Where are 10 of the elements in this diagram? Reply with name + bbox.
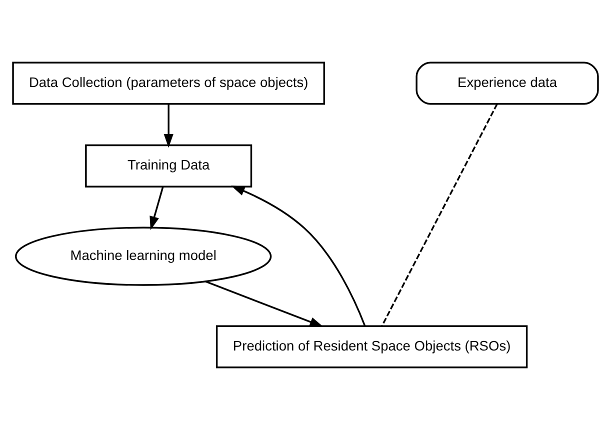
node-box: Prediction of Resident Space Objects (RSOs) [216,325,528,368]
arrow [150,186,164,230]
connector [381,104,498,326]
node-ellipse: Machine learning model [15,226,272,286]
node-box: Training Data [85,144,252,188]
node-box: Experience data [416,62,599,105]
arrow [204,280,324,327]
node-box: Data Collection (parameters of space objects) [12,62,326,105]
arrow [231,186,366,326]
arrow [164,104,174,148]
